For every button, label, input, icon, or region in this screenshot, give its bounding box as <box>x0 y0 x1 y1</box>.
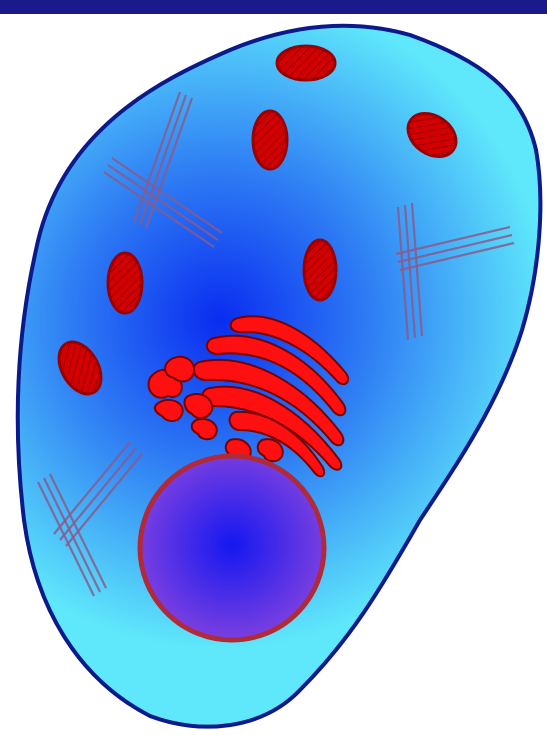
mitochondrion <box>108 253 142 313</box>
nucleus <box>140 456 324 640</box>
mitochondrion <box>304 240 336 300</box>
mitochondrion <box>277 46 335 80</box>
mitochondrion <box>253 111 287 169</box>
